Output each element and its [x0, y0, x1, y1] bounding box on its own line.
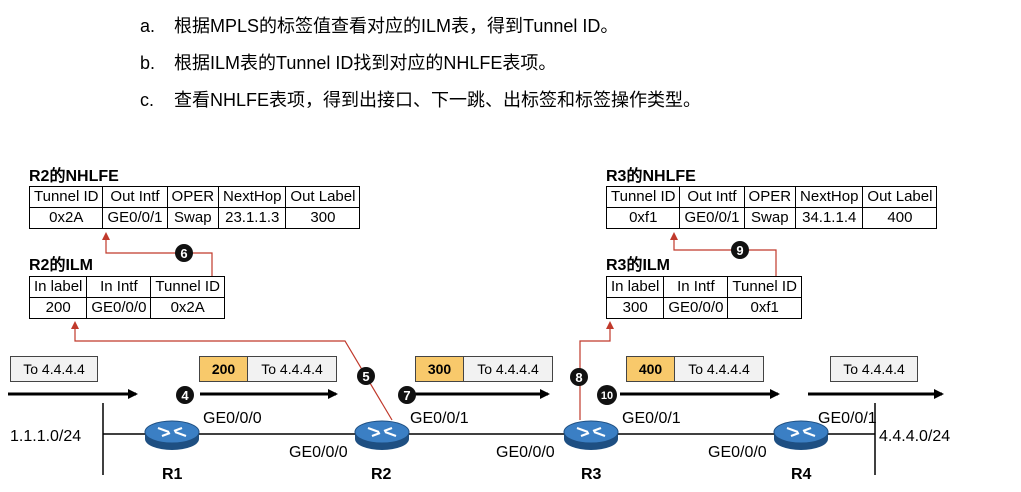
packet-label: 300	[416, 357, 464, 381]
instruction-steps: a.根据MPLS的标签值查看对应的ILM表，得到Tunnel ID。 b.根据I…	[140, 8, 701, 119]
table-cell: 0x2A	[150, 297, 225, 319]
svg-text:4: 4	[181, 388, 189, 403]
table-cell: Swap	[743, 207, 797, 229]
table-header-cell: Out Intf	[102, 186, 168, 208]
svg-text:8: 8	[575, 370, 582, 385]
router-icon-r1[interactable]	[144, 420, 200, 450]
table-cell: 0x2A	[28, 207, 104, 229]
r2-ilm-title: R2的ILM	[29, 257, 94, 274]
badge-8: 8	[570, 368, 588, 386]
table-header-cell: OPER	[743, 186, 797, 208]
table-header-cell: Tunnel ID	[28, 186, 104, 208]
r4-out-interface: GE0/0/1	[818, 410, 877, 427]
table-cell: 300	[605, 297, 665, 319]
table-header-cell: NextHop	[795, 186, 864, 208]
table-header-cell: Tunnel ID	[727, 276, 802, 298]
r3-nhlfe-table: Tunnel ID Out Intf OPER NextHop Out Labe…	[605, 186, 938, 229]
r3-ilm-title: R3的ILM	[606, 257, 671, 274]
table-header-row: In label In Intf Tunnel ID	[28, 276, 225, 298]
table-row: 200 GE0/0/0 0x2A	[28, 297, 225, 319]
router-name-r2: R2	[371, 466, 392, 483]
badge-6: 6	[175, 244, 193, 262]
r2-ilm-table: In label In Intf Tunnel ID 200 GE0/0/0 0…	[28, 276, 225, 319]
packet-label-200: 200 To 4.4.4.4	[199, 356, 337, 382]
r2-out-interface: GE0/0/1	[410, 410, 469, 427]
packet-label-300: 300 To 4.4.4.4	[415, 356, 553, 382]
table-header-cell: Out Label	[285, 186, 361, 208]
step-a: a.根据MPLS的标签值查看对应的ILM表，得到Tunnel ID。	[140, 16, 619, 36]
packet-label: 400	[627, 357, 675, 381]
table-header-cell: Tunnel ID	[150, 276, 225, 298]
right-network-label: 4.4.4.0/24	[879, 428, 951, 445]
table-row: 0x2A GE0/0/1 Swap 23.1.1.3 300	[28, 207, 361, 229]
badge-7: 7	[398, 386, 416, 404]
svg-text:10: 10	[601, 390, 613, 402]
r4-in-interface: GE0/0/0	[708, 444, 767, 461]
step-b: b.根据ILM表的Tunnel ID找到对应的NHLFE表项。	[140, 53, 557, 73]
table-header-cell: In label	[605, 276, 665, 298]
table-cell: GE0/0/0	[663, 297, 729, 319]
router-name-r3: R3	[581, 466, 602, 483]
table-header-cell: OPER	[166, 186, 220, 208]
packet-destination: To 4.4.4.4	[11, 357, 97, 381]
table-header-cell: Tunnel ID	[605, 186, 681, 208]
table-row: 0xf1 GE0/0/1 Swap 34.1.1.4 400	[605, 207, 938, 229]
table-header-cell: In Intf	[86, 276, 152, 298]
table-row: 300 GE0/0/0 0xf1	[605, 297, 802, 319]
r2-nhlfe-table: Tunnel ID Out Intf OPER NextHop Out Labe…	[28, 186, 361, 229]
r3-in-interface: GE0/0/0	[496, 444, 555, 461]
router-name-r1: R1	[162, 466, 183, 483]
svg-text:6: 6	[180, 246, 187, 261]
table-cell: 400	[862, 207, 938, 229]
table-header-cell: NextHop	[218, 186, 287, 208]
router-icon-r4[interactable]	[773, 420, 829, 450]
packet-destination: To 4.4.4.4	[464, 357, 552, 381]
table-header-row: In label In Intf Tunnel ID	[605, 276, 802, 298]
router-icon-r3[interactable]	[563, 420, 619, 450]
svg-text:7: 7	[403, 388, 410, 403]
r3-out-interface: GE0/0/1	[622, 410, 681, 427]
svg-text:5: 5	[362, 369, 369, 384]
svg-text:9: 9	[736, 243, 743, 258]
r3-nhlfe-title: R3的NHLFE	[606, 168, 696, 185]
table-cell: Swap	[166, 207, 220, 229]
table-header-row: Tunnel ID Out Intf OPER NextHop Out Labe…	[28, 186, 361, 208]
packet-label: 200	[200, 357, 248, 381]
table-header-cell: In Intf	[663, 276, 729, 298]
badge-4: 4	[176, 386, 194, 404]
packet-unlabeled-in: To 4.4.4.4	[10, 356, 98, 382]
r3-ilm-table: In label In Intf Tunnel ID 300 GE0/0/0 0…	[605, 276, 802, 319]
router-icon-r2[interactable]	[354, 420, 410, 450]
table-cell: GE0/0/1	[102, 207, 168, 229]
packet-unlabeled-out: To 4.4.4.4	[830, 356, 918, 382]
table-cell: 200	[28, 297, 88, 319]
table-cell: 34.1.1.4	[795, 207, 864, 229]
table-header-cell: Out Label	[862, 186, 938, 208]
table-header-cell: Out Intf	[679, 186, 745, 208]
table-cell: GE0/0/1	[679, 207, 745, 229]
packet-destination: To 4.4.4.4	[831, 357, 917, 381]
packet-destination: To 4.4.4.4	[675, 357, 763, 381]
table-cell: 0xf1	[605, 207, 681, 229]
table-header-row: Tunnel ID Out Intf OPER NextHop Out Labe…	[605, 186, 938, 208]
table-cell: 300	[285, 207, 361, 229]
r2-in-interface: GE0/0/0	[289, 444, 348, 461]
badge-5: 5	[357, 367, 375, 385]
r3-nhlfe-connector	[670, 232, 777, 277]
left-network-label: 1.1.1.0/24	[10, 428, 82, 445]
table-cell: 0xf1	[727, 297, 802, 319]
table-cell: 23.1.1.3	[218, 207, 287, 229]
router-name-r4: R4	[791, 466, 812, 483]
r1-out-interface: GE0/0/0	[203, 410, 262, 427]
packet-label-400: 400 To 4.4.4.4	[626, 356, 764, 382]
packet-destination: To 4.4.4.4	[248, 357, 336, 381]
step-c: c.查看NHLFE表项，得到出接口、下一跳、出标签和标签操作类型。	[140, 90, 702, 110]
table-header-cell: In label	[28, 276, 88, 298]
r2-nhlfe-title: R2的NHLFE	[29, 168, 119, 185]
r2-nhlfe-connector	[102, 232, 213, 277]
table-cell: GE0/0/0	[86, 297, 152, 319]
badge-9: 9	[731, 241, 749, 259]
badge-10: 10	[597, 385, 617, 405]
